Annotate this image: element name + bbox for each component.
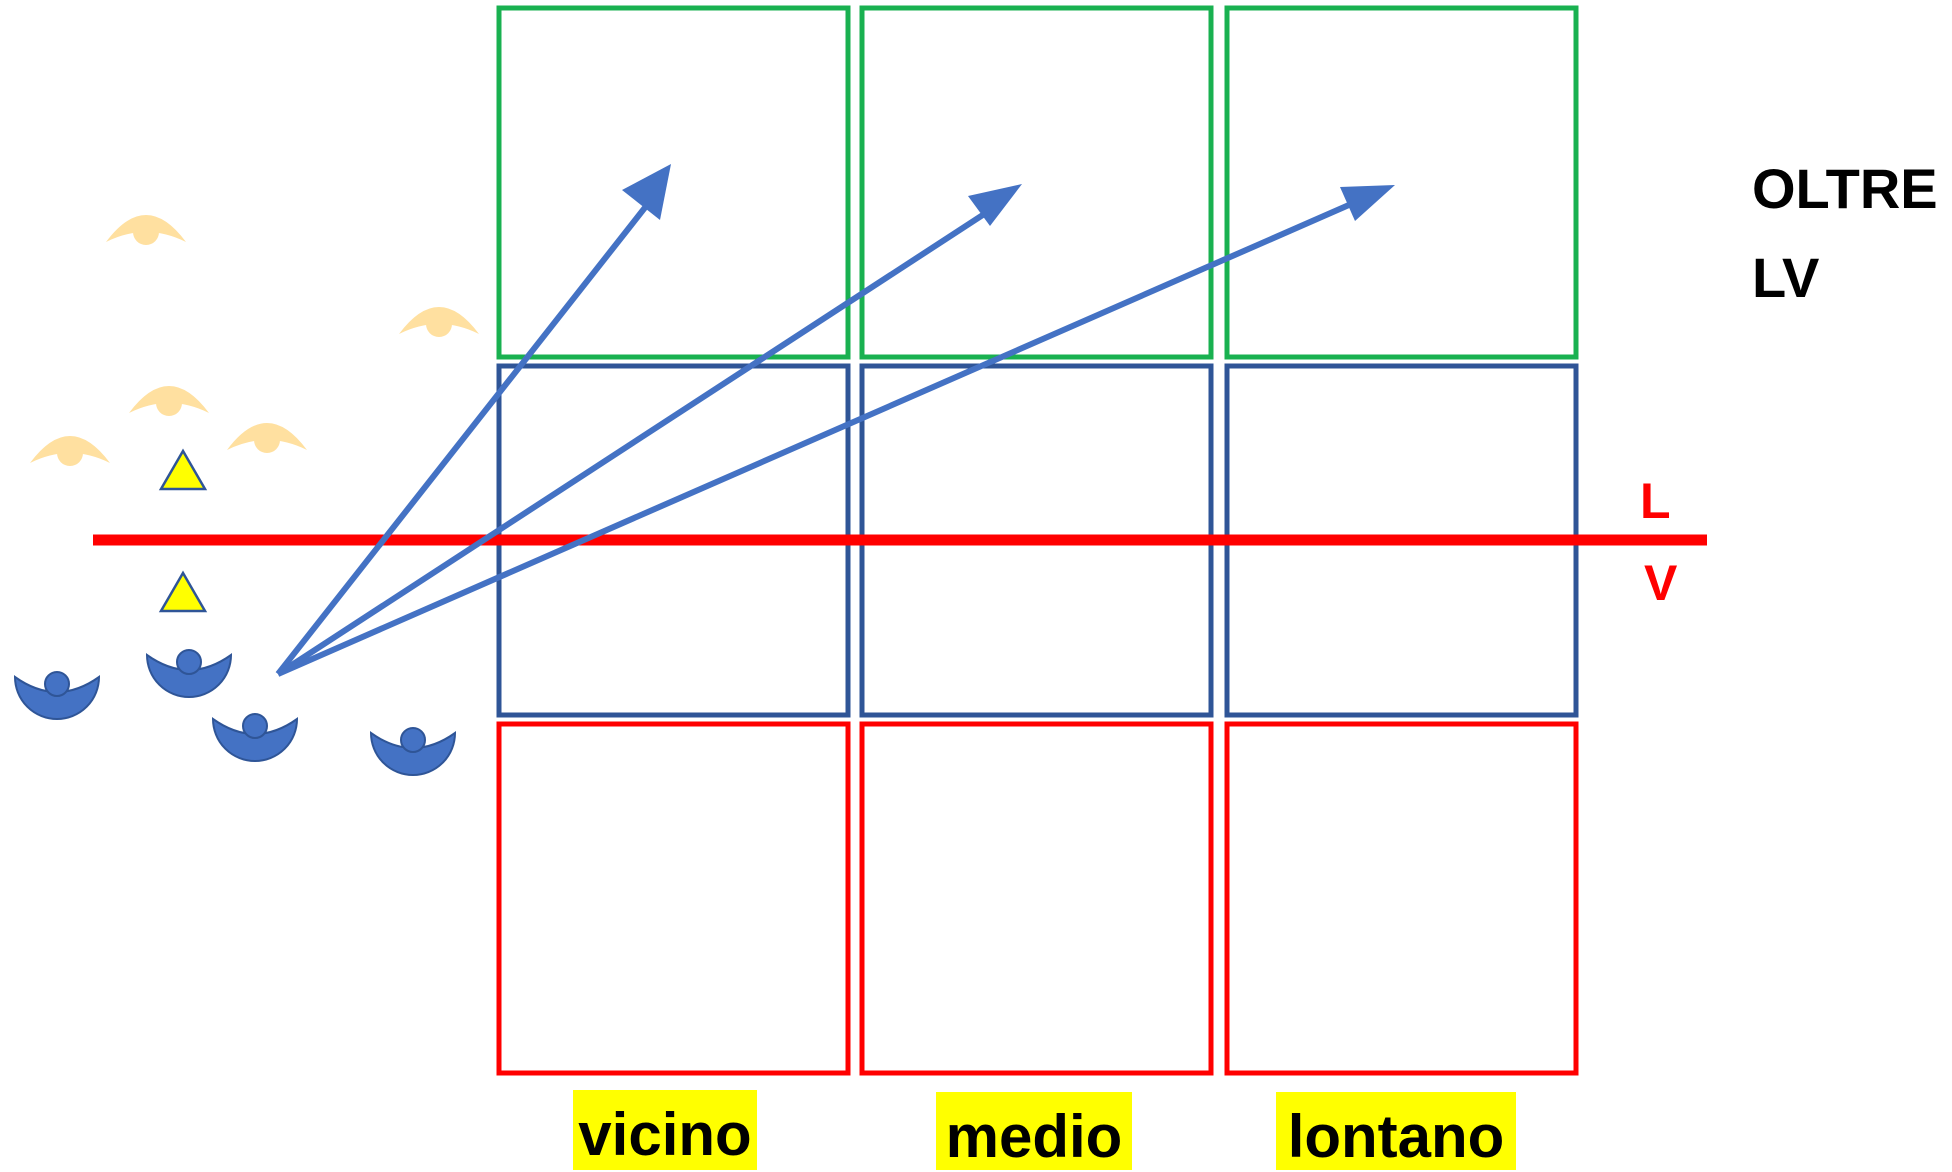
svg-text:vicino: vicino xyxy=(578,1101,751,1168)
grid-row-bottom xyxy=(496,721,1579,1076)
arrow-icon xyxy=(276,184,1022,677)
faded-player-icon xyxy=(399,307,479,337)
column-label-lontano: lontano xyxy=(1276,1092,1516,1170)
oltre-label-line1: OLTRE xyxy=(1752,157,1938,220)
faded-player-icon xyxy=(106,215,186,245)
grid-cell-top-medio xyxy=(859,5,1214,360)
grid-cell-bottom-vicino xyxy=(496,721,851,1076)
grid-row-top xyxy=(496,5,1579,360)
player-icon xyxy=(145,649,233,698)
cones xyxy=(158,448,208,613)
oltre-label-line2: LV xyxy=(1752,246,1819,309)
arrow-icon xyxy=(276,185,1395,677)
cone-icon xyxy=(158,448,208,491)
pass-arrows xyxy=(275,164,1395,677)
line-label-l: L xyxy=(1640,473,1671,529)
blue-players xyxy=(13,649,457,776)
faded-player-icon xyxy=(129,386,209,416)
svg-text:medio: medio xyxy=(946,1103,1123,1170)
arrow-icon xyxy=(275,164,671,676)
cone-icon xyxy=(158,570,208,613)
faded-player-icon xyxy=(30,436,110,466)
grid-cell-bottom-lontano xyxy=(1224,721,1579,1076)
player-icon xyxy=(13,671,101,720)
svg-text:lontano: lontano xyxy=(1288,1103,1505,1170)
player-icon xyxy=(369,727,457,776)
faded-players xyxy=(30,215,479,466)
column-label-vicino: vicino xyxy=(573,1090,757,1170)
faded-player-icon xyxy=(227,423,307,453)
grid-cell-top-lontano xyxy=(1224,5,1579,360)
grid-cell-top-vicino xyxy=(496,5,851,360)
column-label-medio: medio xyxy=(936,1092,1132,1170)
grid-cell-bottom-medio xyxy=(859,721,1214,1076)
line-label-v: V xyxy=(1644,555,1678,611)
player-icon xyxy=(211,713,299,762)
